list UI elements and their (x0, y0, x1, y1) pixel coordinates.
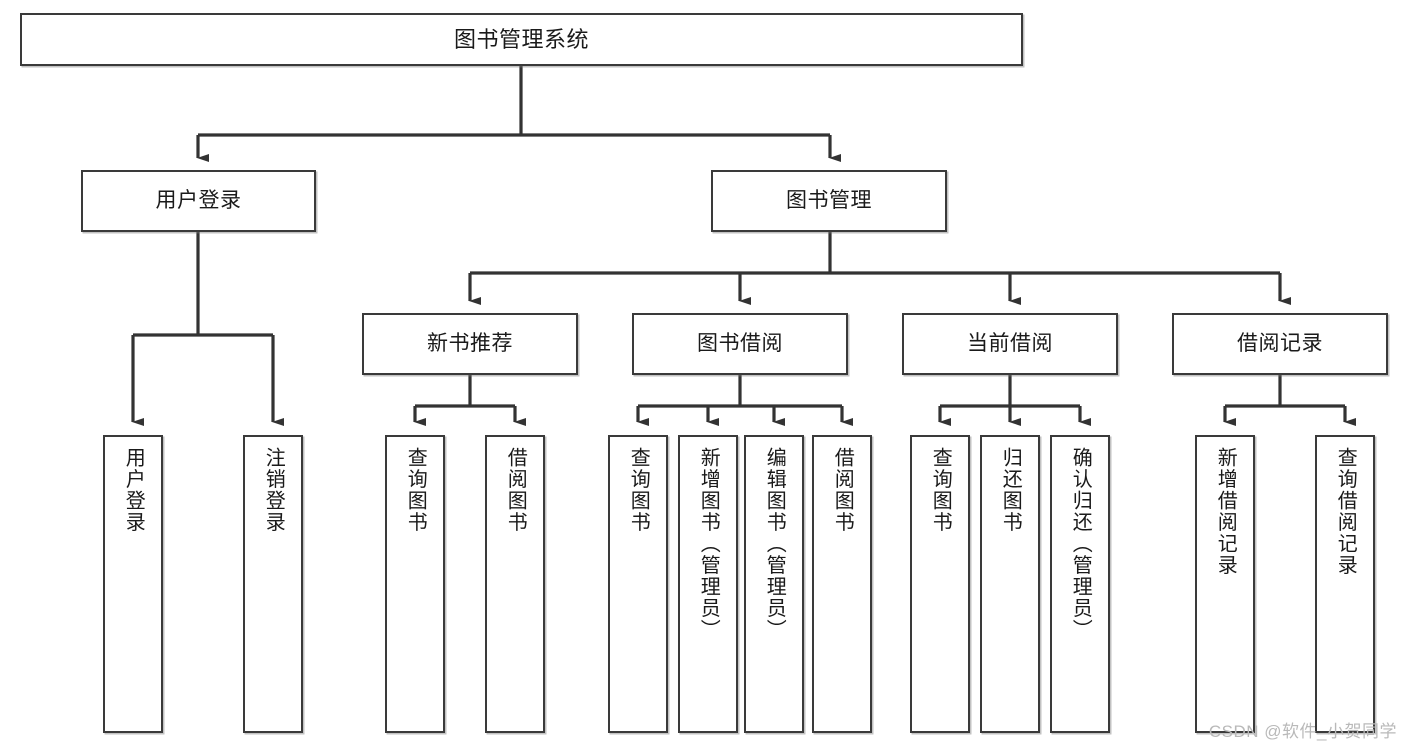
csdn-watermark: CSDN @软件_小贺同学 (1208, 722, 1397, 741)
leaf-logout-login[interactable]: 注销登录 (243, 435, 303, 733)
node-book-management[interactable]: 图书管理 (711, 170, 947, 232)
leaf-query-book-recommend[interactable]: 查询图书 (385, 435, 445, 733)
node-label: 当前借阅 (967, 331, 1053, 355)
node-book-borrow[interactable]: 图书借阅 (632, 313, 848, 375)
node-current-borrow[interactable]: 当前借阅 (902, 313, 1118, 375)
leaf-add-book-admin[interactable]: 新增图书（管理员） (678, 435, 738, 733)
node-label: 归还图书 (999, 447, 1022, 533)
node-label: 查询图书 (627, 447, 650, 533)
leaf-query-book-borrow[interactable]: 查询图书 (608, 435, 668, 733)
node-label: 确认归还（管理员） (1069, 447, 1092, 641)
leaf-query-borrow-record[interactable]: 查询借阅记录 (1315, 435, 1375, 733)
node-label: 图书借阅 (697, 331, 783, 355)
leaf-borrow-book[interactable]: 借阅图书 (812, 435, 872, 733)
node-new-book-recommend[interactable]: 新书推荐 (362, 313, 578, 375)
leaf-edit-book-admin[interactable]: 编辑图书（管理员） (744, 435, 804, 733)
node-label: 图书管理 (786, 188, 872, 212)
leaf-query-book-current[interactable]: 查询图书 (910, 435, 970, 733)
leaf-return-book[interactable]: 归还图书 (980, 435, 1040, 733)
node-label: 查询图书 (929, 447, 952, 533)
leaf-borrow-book-recommend[interactable]: 借阅图书 (485, 435, 545, 733)
node-label: 借阅记录 (1237, 331, 1323, 355)
node-label: 新增借阅记录 (1214, 447, 1237, 576)
node-label: 查询借阅记录 (1334, 447, 1357, 576)
node-user-login[interactable]: 用户登录 (81, 170, 316, 232)
node-label: 新书推荐 (427, 331, 513, 355)
node-label: 借阅图书 (504, 447, 527, 533)
leaf-confirm-return-admin[interactable]: 确认归还（管理员） (1050, 435, 1110, 733)
leaf-add-borrow-record[interactable]: 新增借阅记录 (1195, 435, 1255, 733)
node-label: 图书管理系统 (453, 26, 589, 52)
node-label: 查询图书 (404, 447, 427, 533)
node-label: 借阅图书 (831, 447, 854, 533)
leaf-user-login[interactable]: 用户登录 (103, 435, 163, 733)
node-label: 注销登录 (262, 447, 285, 533)
node-book-management-system[interactable]: 图书管理系统 (20, 13, 1023, 66)
node-label: 编辑图书（管理员） (763, 447, 786, 641)
node-label: 用户登录 (155, 188, 242, 212)
node-label: 新增图书（管理员） (697, 447, 720, 641)
node-borrow-record[interactable]: 借阅记录 (1172, 313, 1388, 375)
node-label: 用户登录 (122, 447, 145, 533)
